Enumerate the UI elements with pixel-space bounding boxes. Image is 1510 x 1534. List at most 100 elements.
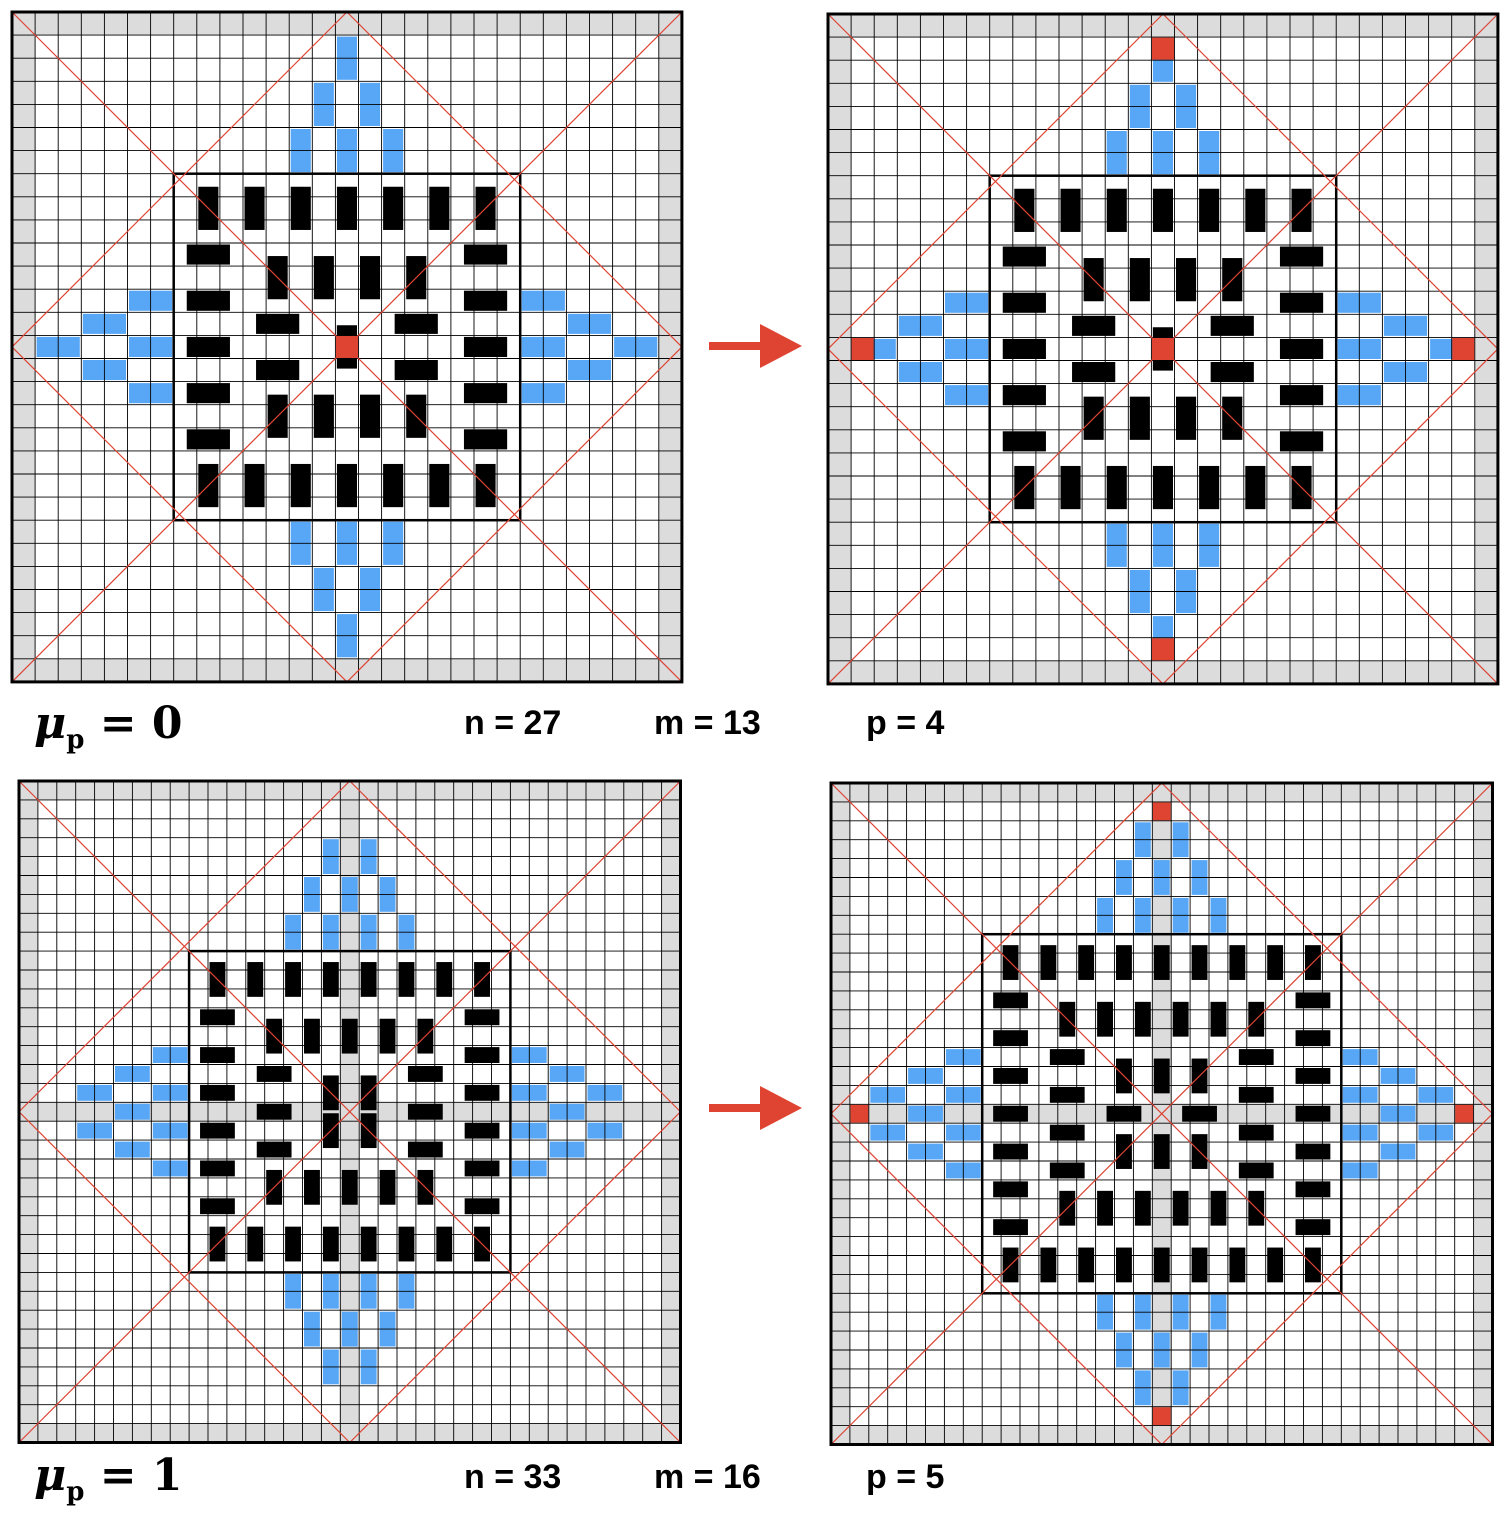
- black-domino: [256, 1066, 292, 1082]
- black-domino: [1238, 1086, 1274, 1103]
- black-domino: [464, 1084, 500, 1101]
- black-domino: [993, 1181, 1028, 1198]
- black-domino: [436, 962, 453, 997]
- black-domino: [464, 1160, 500, 1177]
- diamond-line: [1162, 348, 1499, 685]
- black-domino: [1279, 385, 1324, 406]
- outer-frame: [826, 12, 1500, 686]
- black-domino: [1279, 292, 1324, 313]
- black-domino: [256, 1141, 292, 1158]
- black-domino: [1153, 1247, 1170, 1283]
- black-domino: [379, 1018, 396, 1054]
- diamond-line: [11, 346, 348, 683]
- black-domino: [1049, 1049, 1085, 1065]
- black-domino: [1060, 188, 1081, 232]
- black-domino: [322, 962, 339, 997]
- red-cell: [1455, 1104, 1474, 1123]
- black-domino: [1106, 188, 1127, 232]
- diamond-line: [18, 1111, 351, 1443]
- black-domino: [1152, 188, 1173, 232]
- black-domino: [379, 1169, 396, 1205]
- gray-border-left: [828, 14, 852, 684]
- black-domino: [993, 1105, 1028, 1122]
- black-domino: [244, 186, 265, 230]
- black-domino: [1238, 1162, 1274, 1179]
- black-domino: [1245, 465, 1266, 510]
- black-domino: [285, 962, 301, 997]
- black-domino: [464, 1047, 500, 1063]
- black-domino: [463, 290, 508, 311]
- black-domino: [360, 962, 377, 997]
- red-cell: [1152, 1407, 1171, 1426]
- black-domino: [463, 244, 508, 265]
- black-domino: [1049, 1086, 1085, 1103]
- black-domino: [1267, 1247, 1284, 1283]
- gray-border-bottom: [828, 660, 1498, 684]
- black-domino: [1279, 338, 1324, 359]
- black-domino: [200, 1198, 235, 1215]
- black-domino: [313, 256, 334, 300]
- black-domino: [1002, 385, 1046, 406]
- diamond-line: [349, 780, 681, 1113]
- black-domino: [1238, 1049, 1274, 1065]
- inner-square-outline: [172, 172, 522, 522]
- black-domino: [993, 1143, 1028, 1160]
- black-domino: [1210, 362, 1254, 383]
- black-domino: [993, 1219, 1028, 1236]
- inner-square-outline: [980, 932, 1343, 1295]
- black-domino: [1229, 945, 1246, 980]
- black-domino: [398, 1226, 415, 1262]
- black-domino: [1172, 1190, 1189, 1226]
- black-domino: [1210, 1190, 1227, 1226]
- black-domino: [1295, 1143, 1331, 1160]
- black-domino: [256, 1103, 292, 1120]
- black-domino: [341, 1018, 358, 1054]
- black-domino: [290, 186, 311, 230]
- black-domino: [1245, 188, 1266, 232]
- gray-border-right: [658, 12, 682, 682]
- black-domino: [1002, 246, 1046, 267]
- black-domino: [1129, 396, 1150, 440]
- black-domino: [1172, 1001, 1189, 1037]
- diamond-line: [827, 348, 1164, 685]
- black-domino: [186, 383, 230, 404]
- black-domino: [407, 1141, 443, 1158]
- outer-frame: [829, 781, 1494, 1446]
- panel-bottom-left-grid: [17, 779, 682, 1444]
- black-domino: [1199, 188, 1220, 232]
- panel-bottom-right-grid: [829, 781, 1494, 1446]
- black-domino: [463, 336, 508, 357]
- black-domino: [383, 463, 404, 508]
- black-domino: [1210, 1001, 1227, 1037]
- black-domino: [1129, 258, 1150, 302]
- black-domino: [1078, 1247, 1095, 1283]
- black-domino: [1191, 1247, 1208, 1283]
- black-domino: [1295, 1181, 1331, 1198]
- black-domino: [464, 1122, 500, 1139]
- outer-frame: [17, 779, 682, 1444]
- black-domino: [1229, 1247, 1246, 1283]
- red-cell: [1151, 37, 1174, 60]
- black-domino: [256, 360, 300, 381]
- inner-square-outline: [988, 174, 1338, 524]
- black-domino: [463, 429, 508, 450]
- m-label-row2: m = 16: [654, 1458, 761, 1496]
- black-domino: [1295, 1030, 1331, 1047]
- diagonal-line: [11, 11, 683, 683]
- black-domino: [464, 1198, 500, 1215]
- black-domino: [1134, 1190, 1151, 1226]
- black-domino: [322, 1226, 339, 1262]
- red-cell: [851, 337, 874, 360]
- red-cell: [1151, 638, 1174, 661]
- black-domino: [360, 1226, 377, 1262]
- black-domino: [1279, 246, 1324, 267]
- black-domino: [304, 1169, 320, 1205]
- black-domino: [313, 394, 334, 438]
- black-domino: [398, 962, 415, 997]
- black-domino: [429, 186, 450, 230]
- black-domino: [360, 394, 381, 438]
- black-domino: [1072, 315, 1116, 336]
- black-domino: [1002, 431, 1046, 452]
- black-domino: [256, 313, 300, 334]
